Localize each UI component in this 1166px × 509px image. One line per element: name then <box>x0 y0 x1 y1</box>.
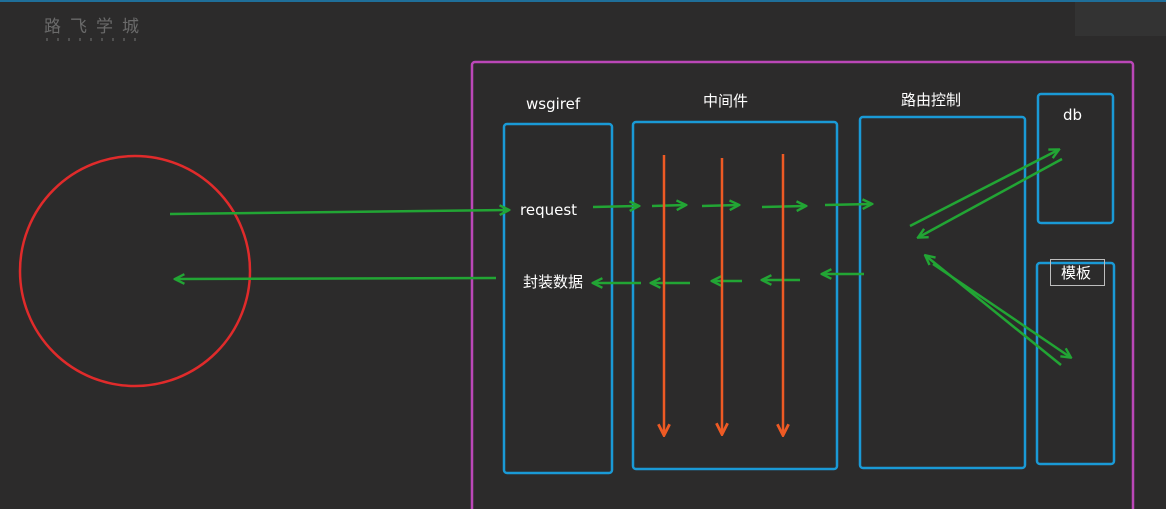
template-to-route-arrow <box>926 256 1062 366</box>
top-accent-line <box>0 0 1166 2</box>
client-request-arrow <box>169 210 508 214</box>
watermark-subtext <box>46 38 142 41</box>
db-title: db <box>1063 106 1083 124</box>
request-flow-arrow <box>701 205 738 206</box>
middleware-title: 中间件 <box>703 92 749 110</box>
template-box <box>1035 261 1116 466</box>
template-title: 模板 <box>1061 264 1092 282</box>
wsgiref-box <box>502 122 614 475</box>
request-flow-arrow <box>592 206 638 207</box>
db-to-route-arrow <box>919 157 1063 237</box>
request-label: request <box>520 201 578 219</box>
routing-title: 路由控制 <box>901 91 962 109</box>
response-label: 封装数据 <box>523 273 584 291</box>
db-box <box>1036 92 1115 225</box>
routing-box <box>858 115 1027 470</box>
selection-box <box>1050 259 1105 286</box>
client-response-arrow <box>176 278 497 279</box>
request-flow-arrow <box>651 205 685 206</box>
wsgiref-title: wsgiref <box>526 95 581 113</box>
watermark-logo: 路飞学城 <box>44 17 148 37</box>
request-flow-arrow <box>824 204 871 205</box>
middleware-box <box>631 120 839 471</box>
corner-panel <box>1075 2 1166 36</box>
client-circle <box>18 154 252 388</box>
route-to-db-arrow <box>909 150 1058 228</box>
server-boundary <box>470 60 1135 509</box>
